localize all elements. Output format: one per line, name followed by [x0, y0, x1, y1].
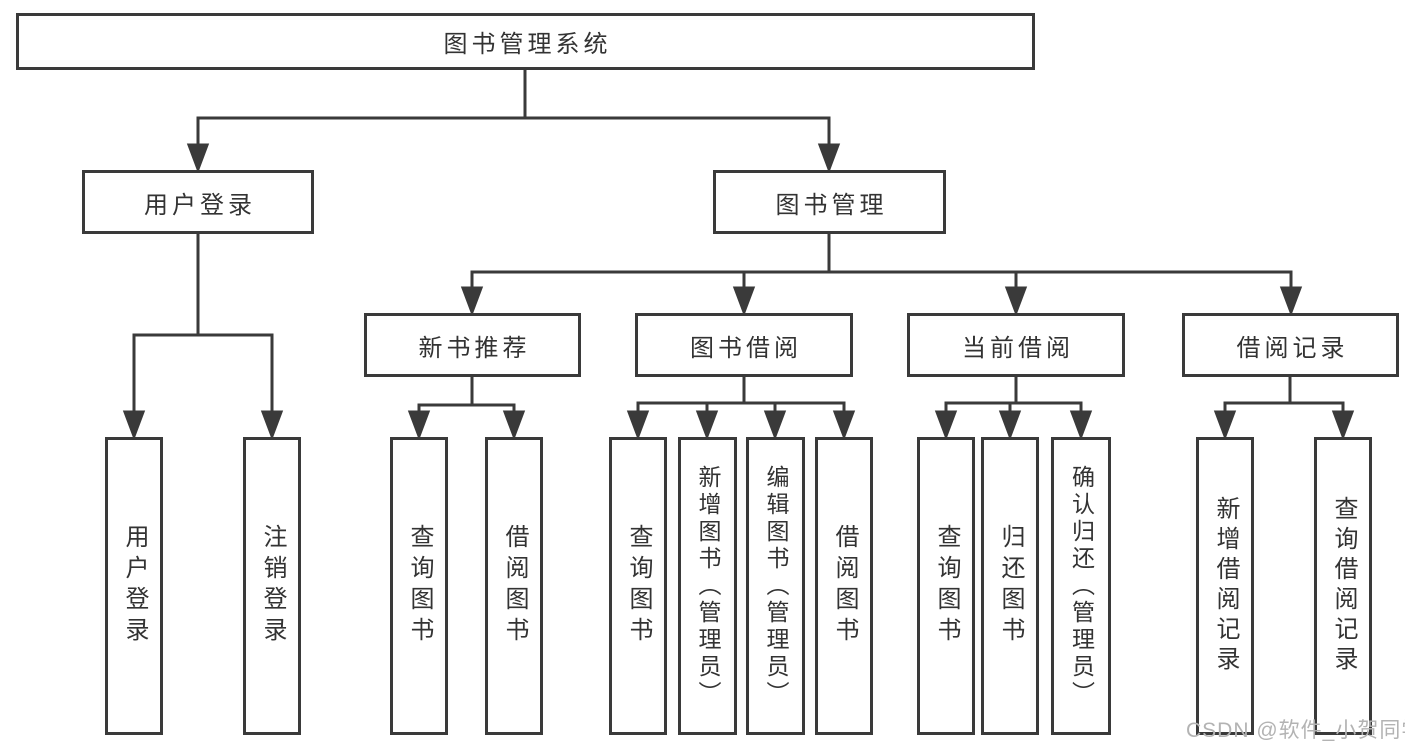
leaf-label: 借阅图书	[501, 524, 528, 648]
connector-userlogin-to-leaves	[122, 234, 284, 441]
connector-bookmgmt-to-level3	[460, 234, 1303, 317]
node-system-root: 图书管理系统	[16, 13, 1035, 70]
node-label: 图书借阅	[690, 334, 802, 362]
leaf-query-books: 查询图书	[917, 437, 975, 735]
node-label: 借阅记录	[1236, 334, 1349, 362]
leaf-label: 归还图书	[997, 524, 1024, 648]
node-user-login: 用户登录	[82, 170, 314, 234]
connector-newrec-to-leaves	[407, 377, 526, 441]
node-label: 新书推荐	[418, 334, 531, 362]
leaf-query-books: 查询图书	[390, 437, 448, 735]
node-new-book-recommend: 新书推荐	[364, 313, 581, 377]
leaf-borrow-books: 借阅图书	[485, 437, 543, 735]
leaf-label: 确认归还（管理员）	[1068, 464, 1095, 708]
csdn-watermark: CSDN @软件_小贺同学	[1186, 719, 1405, 742]
leaf-edit-books-admin: 编辑图书（管理员）	[746, 437, 805, 735]
leaf-label: 用户登录	[121, 524, 148, 648]
leaf-borrow-books: 借阅图书	[815, 437, 873, 735]
connector-borrow-to-leaves	[626, 377, 856, 441]
node-book-borrow: 图书借阅	[635, 313, 853, 377]
leaf-label: 查询图书	[406, 524, 433, 648]
leaf-query-books: 查询图书	[609, 437, 667, 735]
leaf-add-books-admin: 新增图书（管理员）	[678, 437, 737, 735]
connector-records-to-leaves	[1213, 377, 1355, 441]
leaf-confirm-return-admin: 确认归还（管理员）	[1051, 437, 1111, 735]
node-borrow-records: 借阅记录	[1182, 313, 1399, 377]
node-label: 当前借阅	[962, 334, 1074, 362]
leaf-label: 新增图书（管理员）	[695, 464, 721, 708]
node-label: 图书管理	[775, 191, 888, 219]
leaf-label: 查询图书	[625, 524, 652, 648]
node-current-borrow: 当前借阅	[907, 313, 1125, 377]
leaf-logout: 注销登录	[243, 437, 301, 735]
leaf-label: 新增借阅记录	[1212, 496, 1239, 676]
leaf-return-books: 归还图书	[981, 437, 1039, 735]
node-label: 图书管理系统	[443, 31, 612, 58]
leaf-label: 编辑图书（管理员）	[763, 464, 789, 708]
leaf-label: 借阅图书	[831, 524, 858, 648]
leaf-label: 注销登录	[259, 524, 286, 648]
leaf-label: 查询借阅记录	[1330, 496, 1357, 676]
connector-current-to-leaves	[934, 377, 1093, 441]
node-book-management: 图书管理	[713, 170, 946, 234]
leaf-user-login: 用户登录	[105, 437, 163, 735]
leaf-query-borrow-record: 查询借阅记录	[1314, 437, 1372, 735]
leaf-label: 查询图书	[933, 524, 960, 648]
node-label: 用户登录	[144, 191, 256, 219]
connector-root-to-level2	[186, 70, 841, 174]
leaf-add-borrow-record: 新增借阅记录	[1196, 437, 1254, 735]
